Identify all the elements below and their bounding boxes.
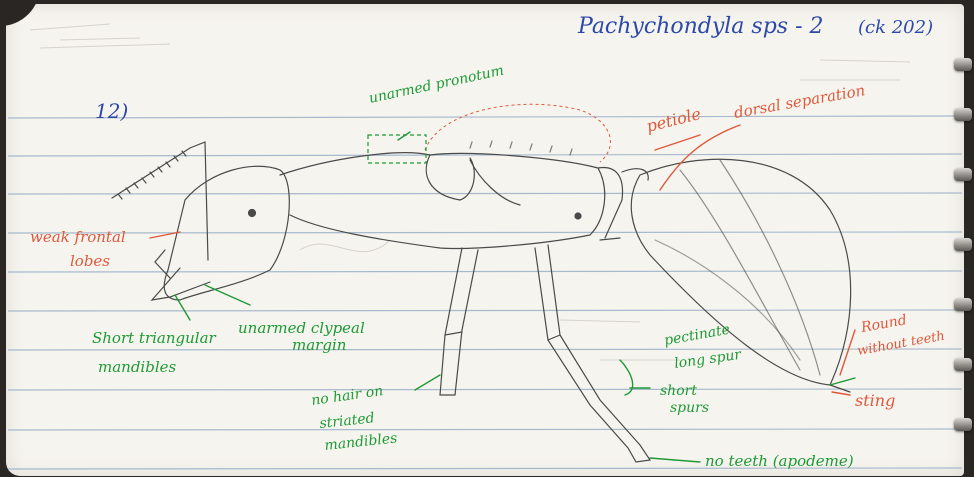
label-pectinate-1: pectinate	[663, 322, 731, 349]
notebook-title: Pachychondyla sps - 2	[577, 14, 824, 39]
label-pectinate-2: long spur	[673, 347, 743, 372]
binding-ring	[954, 298, 972, 311]
label-round-1: Round	[859, 312, 908, 336]
label-unarmed-pronotum: unarmed pronotum	[368, 63, 506, 107]
binding-ring	[954, 168, 972, 181]
label-unarmed-clypeal-1: unarmed clypeal	[238, 319, 365, 337]
label-no-hair-2: striated	[319, 410, 376, 432]
binding-ring	[954, 418, 972, 431]
entry-number: 12)	[95, 99, 128, 123]
binding-ring	[954, 108, 972, 121]
label-short-spurs-2: spurs	[670, 400, 709, 416]
ruled-lines	[8, 116, 962, 469]
label-weak-frontal-1: weak frontal	[30, 228, 126, 246]
pronotum-box-green	[368, 135, 426, 163]
front-leg	[440, 248, 478, 395]
binding-ring	[954, 358, 972, 371]
label-short-spurs-1: short	[660, 383, 697, 399]
label-short-triangular-1: Short triangular	[92, 329, 217, 347]
specimen-code: (ck 202)	[858, 17, 933, 38]
hind-leg	[600, 238, 620, 240]
pointer-lines	[150, 125, 855, 462]
spiral-binding	[950, 0, 974, 477]
label-petiole: petiole	[644, 104, 702, 136]
antenna	[112, 142, 208, 260]
ant-sketch	[112, 141, 851, 462]
label-no-hair-1: no hair on	[310, 383, 384, 409]
label-unarmed-clypeal-2: margin	[292, 336, 346, 354]
mesosoma	[280, 153, 605, 249]
label-sting: sting	[855, 391, 895, 410]
label-weak-frontal-2: lobes	[70, 252, 110, 270]
binding-ring	[954, 58, 972, 71]
mandibles	[152, 268, 210, 300]
label-no-teeth: no teeth (apodeme)	[705, 452, 854, 470]
binding-ring	[954, 238, 972, 251]
label-short-triangular-2: mandibles	[98, 358, 177, 376]
label-no-hair-3: mandibles	[324, 430, 398, 454]
